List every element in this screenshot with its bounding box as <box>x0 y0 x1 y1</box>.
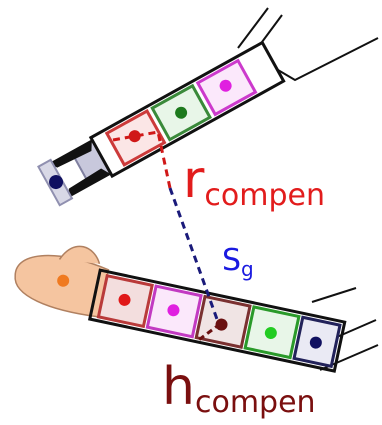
robot-arm-rail-right <box>277 37 379 82</box>
robot-arm-rail-inner <box>261 14 283 43</box>
robot-marker-red <box>128 130 141 143</box>
human-marker-red <box>118 293 131 306</box>
robot-arm-outline <box>88 40 286 179</box>
robot-arm <box>37 40 286 207</box>
human-arm <box>14 245 347 373</box>
robot-marker-pink <box>219 79 232 92</box>
h-compen-label: hcompen <box>162 357 316 420</box>
r-compen-offset <box>112 130 172 189</box>
h-compen-offset <box>195 322 221 344</box>
robot-marker-green <box>175 106 188 119</box>
robot-arm-rail-top <box>237 7 269 49</box>
human-arm-rail-top <box>311 287 357 303</box>
gripper-marker <box>49 175 64 190</box>
gripper-jaw-bottom <box>68 168 112 199</box>
hand-thumb <box>58 245 101 265</box>
hand-marker <box>57 274 70 287</box>
human-arm-outline <box>88 268 347 373</box>
human-marker-pink <box>167 304 180 317</box>
human-marker-brown <box>215 318 228 331</box>
r-compen-label: rcompen <box>183 150 325 213</box>
human-marker-navy <box>309 336 322 349</box>
gripper-jaw-top <box>48 139 92 168</box>
human-marker-green <box>264 327 277 340</box>
sg-label: Sg <box>222 243 254 281</box>
robot-arm-rails <box>237 7 379 82</box>
